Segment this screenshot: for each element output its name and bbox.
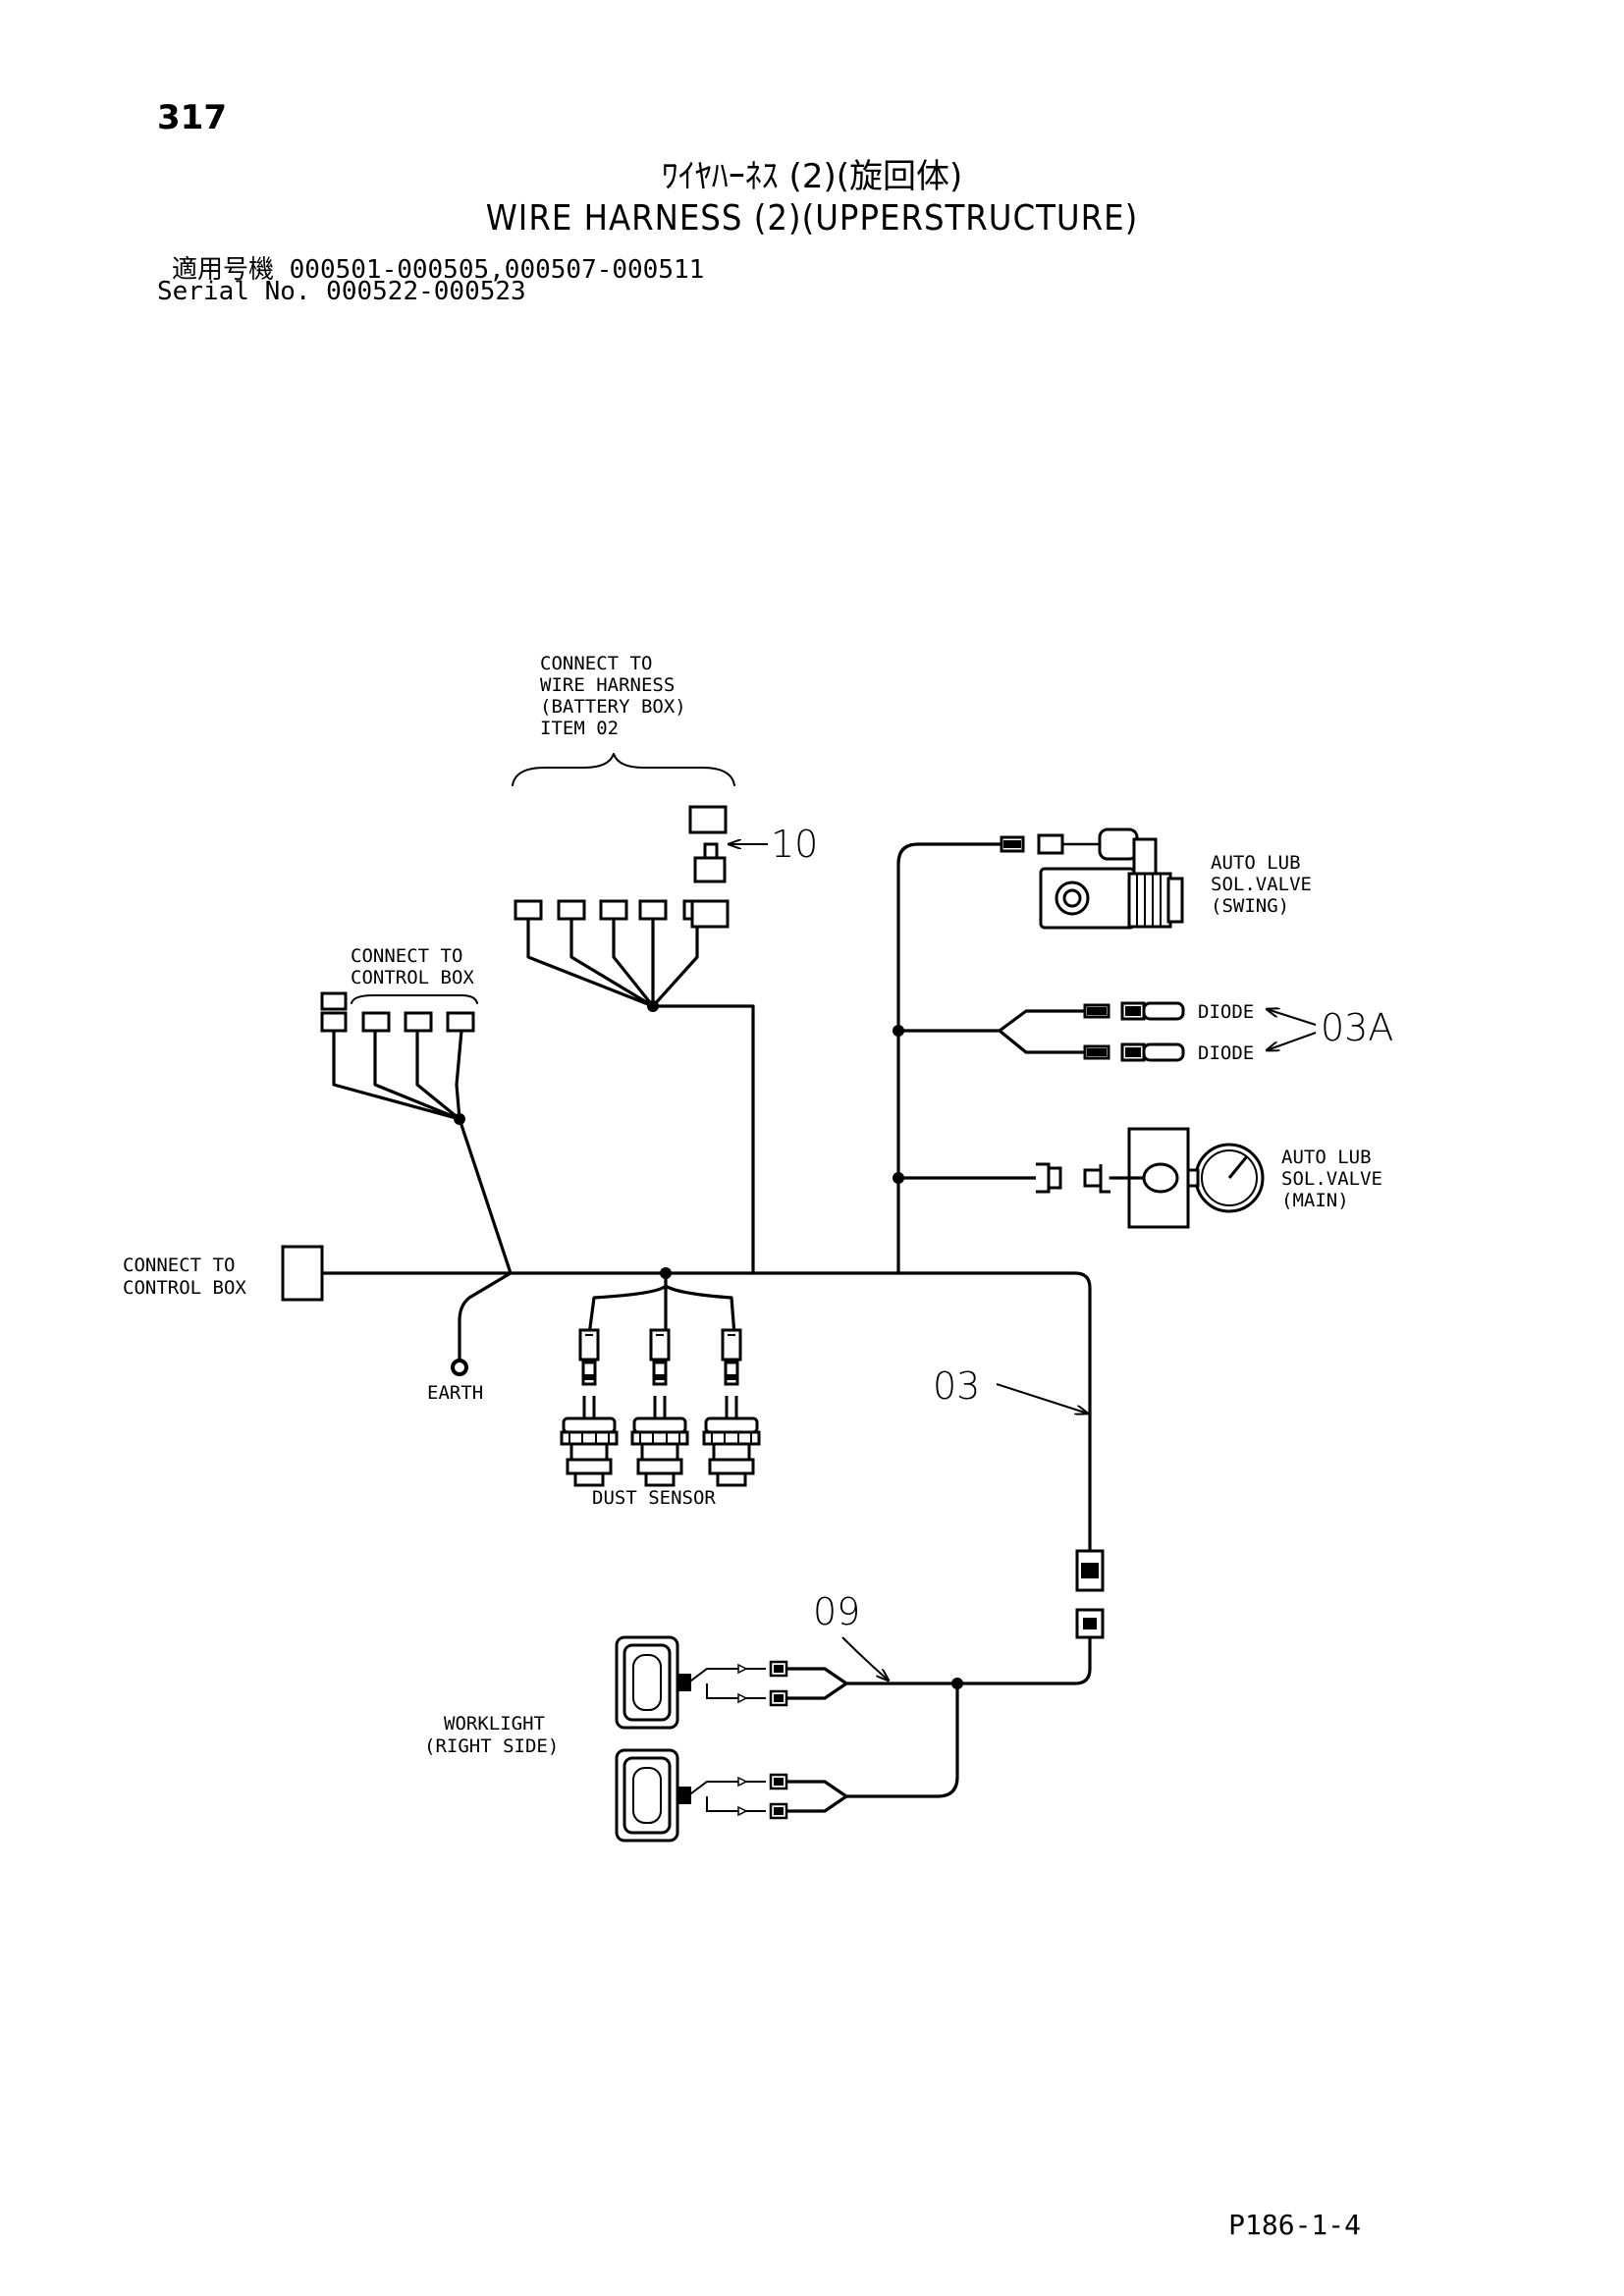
label-worklight-1: WORKLIGHT (444, 1713, 545, 1735)
main-trunk-wire (322, 1271, 1092, 1553)
callout-item-03a: 03A (1321, 1006, 1393, 1049)
right-riser-wire (893, 842, 1003, 1275)
label-earth: EARTH (427, 1382, 483, 1404)
label-auto-lub-main-3: (MAIN) (1281, 1190, 1349, 1211)
dust-sensor-3 (702, 1328, 761, 1487)
label-diode-1: DIODE (1198, 1001, 1254, 1023)
callout-item-10: 10 (771, 823, 818, 866)
label-auto-lub-main-1: AUTO LUB (1281, 1147, 1372, 1168)
callout-item-03: 03 (933, 1364, 980, 1408)
callout-item-09-leader (841, 1636, 889, 1681)
auto-lub-main-valve (896, 1127, 1265, 1229)
control-box-connector-left (281, 1245, 324, 1302)
page-reference: P186-1-4 (1228, 2209, 1361, 2241)
title-english: WIRE HARNESS (2)(UPPERSTRUCTURE) (485, 198, 1139, 239)
label-auto-lub-swing-1: AUTO LUB (1211, 852, 1301, 874)
label-battery-box-3: (BATTERY BOX) (540, 696, 686, 718)
label-control-box-top-2: CONTROL BOX (351, 967, 474, 988)
label-control-box-left-1: CONNECT TO (123, 1255, 235, 1276)
page-number: 317 (157, 98, 227, 137)
callout-item-03a-leader-1 (1267, 1009, 1317, 1026)
serial-number-line: Serial No. 000522-000523 (157, 277, 526, 306)
diode-branch (896, 1001, 1185, 1062)
dust-sensor-branch (587, 1267, 736, 1337)
worklight-upper (615, 1635, 788, 1730)
label-auto-lub-swing-2: SOL.VALVE (1211, 874, 1312, 895)
label-dust-sensor: DUST SENSOR (592, 1487, 716, 1509)
serial-applicable-line: 適用号機 000501-000505,000507-000511 (172, 255, 705, 285)
control-box-top-branch (320, 991, 513, 1275)
label-worklight-2: (RIGHT SIDE) (424, 1735, 559, 1757)
label-battery-box-1: CONNECT TO (540, 653, 652, 674)
label-battery-box-4: ITEM 02 (540, 718, 619, 739)
label-control-box-top-1: CONNECT TO (351, 945, 462, 967)
battery-box-branch (512, 753, 755, 1275)
label-auto-lub-main-2: SOL.VALVE (1281, 1168, 1382, 1190)
dust-sensor-1 (560, 1328, 619, 1487)
worklight-harness (784, 1549, 1105, 1813)
label-auto-lub-swing-3: (SWING) (1211, 895, 1289, 917)
callout-item-03-leader (996, 1383, 1088, 1414)
callout-item-03a-leader-2 (1267, 1032, 1317, 1050)
dust-sensor-2 (630, 1328, 689, 1487)
worklight-lower (615, 1748, 788, 1842)
earth-branch (451, 1271, 513, 1376)
callout-item-09: 09 (813, 1590, 860, 1633)
auto-lub-swing-valve (1000, 828, 1184, 930)
label-battery-box-2: WIRE HARNESS (540, 674, 675, 696)
label-control-box-left-2: CONTROL BOX (123, 1277, 246, 1299)
label-diode-2: DIODE (1198, 1042, 1254, 1064)
title-japanese: ﾜｲﾔﾊｰﾈｽ (2)(旋回体) (661, 157, 963, 196)
